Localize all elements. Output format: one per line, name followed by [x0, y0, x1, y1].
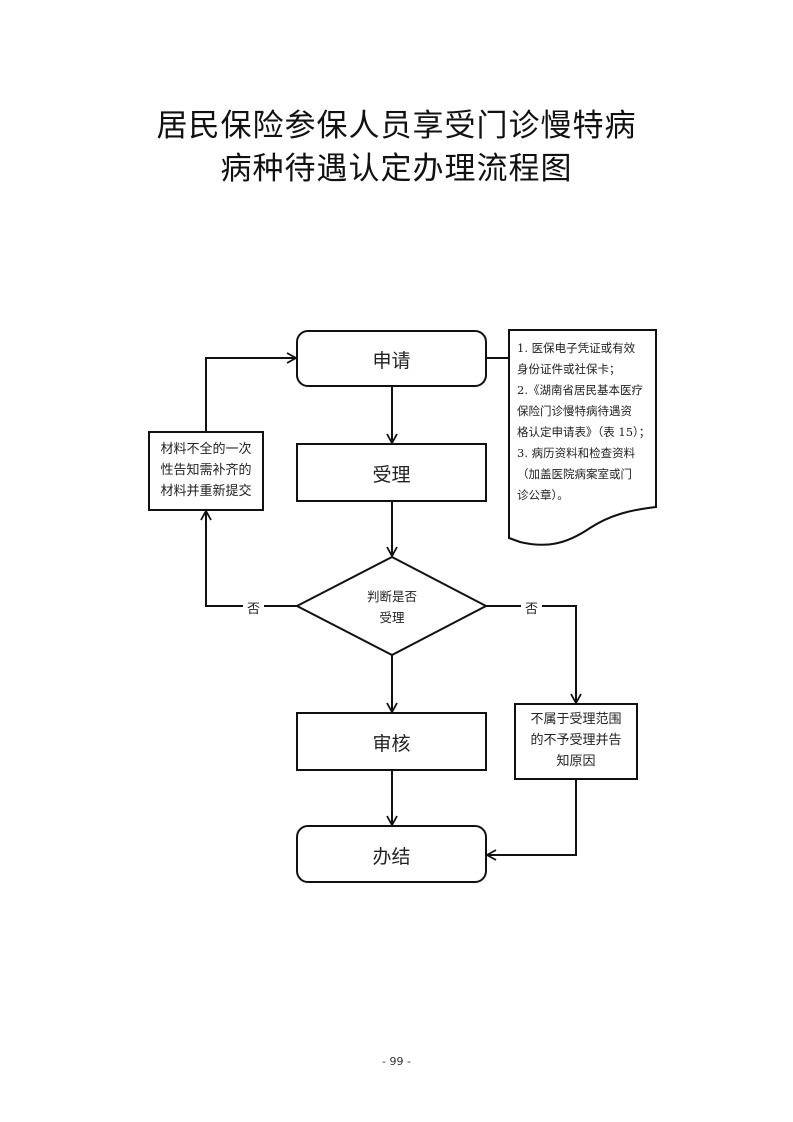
materials-note-line: 1. 医保电子凭证或有效	[517, 341, 636, 355]
rejected-line-2: 的不予受理并告	[530, 733, 622, 748]
rejected-node-label: 不属于受理范围 的不予受理并告 知原因	[515, 709, 637, 772]
edge-rejected-to-complete	[485, 779, 577, 861]
edge-decision-to-incomplete	[200, 509, 297, 607]
incomplete-line-3: 材料并重新提交	[160, 484, 252, 499]
apply-node-label: 申请	[372, 350, 411, 372]
document-title-line-1: 居民保险参保人员享受门诊慢特病	[156, 108, 637, 144]
materials-note-line: 格认定申请表》（表 15）；	[517, 425, 651, 439]
materials-note-line: 保险门诊慢特病待遇资	[517, 404, 632, 418]
document-title-line-2: 病种待遇认定办理流程图	[220, 151, 573, 187]
edge-label-right-no: 否	[521, 598, 543, 617]
rejected-line-1: 不属于受理范围	[530, 712, 622, 727]
materials-note-line: 3. 病历资料和检查资料	[517, 446, 636, 460]
decision-label-line-2: 受理	[379, 610, 405, 625]
page-number: - 99 -	[382, 1055, 411, 1068]
rejected-line-3: 知原因	[556, 754, 596, 769]
accept-node-label: 受理	[372, 464, 411, 486]
incomplete-line-1: 材料不全的一次	[160, 442, 252, 457]
materials-note-line: 诊公章）。	[517, 488, 569, 502]
complete-node-label: 办结	[372, 846, 411, 868]
materials-note-line: 2.《湖南省居民基本医疗	[517, 383, 643, 397]
incomplete-materials-node-label: 材料不全的一次 性告知需补齐的 材料并重新提交	[149, 439, 263, 502]
edge-label-left-no: 否	[243, 598, 265, 617]
materials-note-shape	[508, 329, 657, 546]
edge-decision-to-rejected	[486, 605, 582, 705]
incomplete-line-2: 性告知需补齐的	[160, 463, 252, 478]
decision-node-label: 判断是否 受理	[330, 586, 454, 628]
materials-note: 1. 医保电子凭证或有效 身份证件或社保卡； 2.《湖南省居民基本医疗 保险门诊…	[517, 338, 653, 506]
materials-note-line: （加盖医院病案室或门	[517, 467, 632, 481]
review-node-label: 审核	[372, 733, 411, 755]
edge-incomplete-to-apply	[205, 352, 298, 432]
decision-label-line-1: 判断是否	[366, 589, 417, 604]
materials-note-line: 身份证件或社保卡；	[517, 362, 621, 376]
